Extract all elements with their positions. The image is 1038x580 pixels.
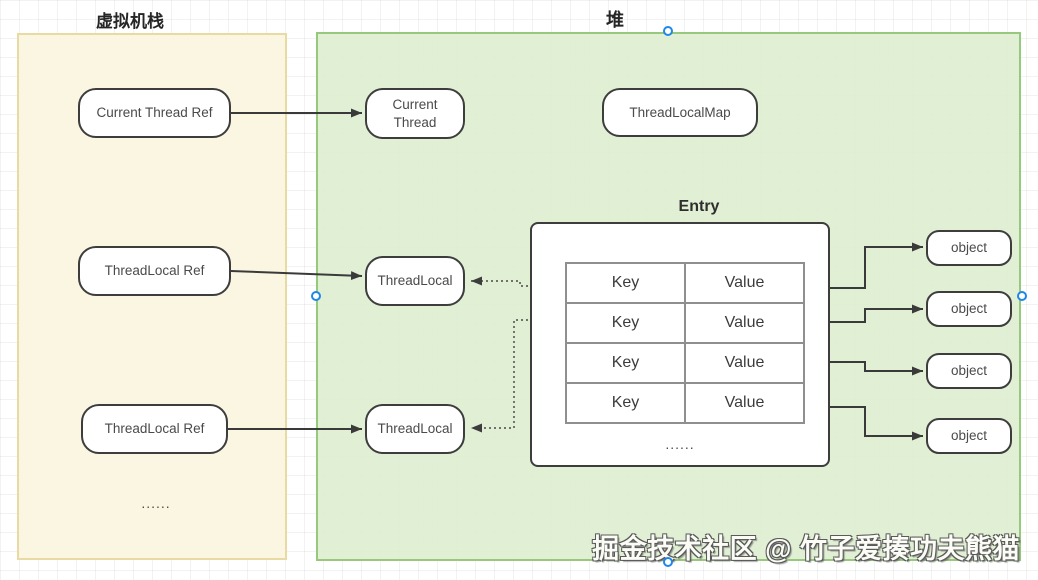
node-label: ThreadLocal Ref bbox=[104, 263, 205, 279]
entry-ellipsis: ...... bbox=[665, 436, 695, 452]
vm-stack-title: 虚拟机栈 bbox=[96, 12, 164, 31]
node-label: object bbox=[950, 363, 988, 379]
selection-handle-bottom[interactable] bbox=[663, 557, 673, 567]
node-label: ThreadLocal bbox=[377, 273, 453, 289]
node-threadlocal-ref-1[interactable]: ThreadLocal Ref bbox=[78, 246, 231, 296]
key-cell[interactable]: Key bbox=[565, 342, 686, 384]
node-object-2[interactable]: object bbox=[926, 291, 1012, 327]
entry-table-row: Key Value bbox=[565, 342, 805, 384]
node-current-thread[interactable]: Current Thread bbox=[365, 88, 465, 139]
node-threadlocal-ref-2[interactable]: ThreadLocal Ref bbox=[81, 404, 228, 454]
node-label: Current Thread bbox=[392, 96, 438, 130]
key-cell[interactable]: Key bbox=[565, 382, 686, 424]
node-threadlocal-2[interactable]: ThreadLocal bbox=[365, 404, 465, 454]
selection-handle-right[interactable] bbox=[1017, 291, 1027, 301]
entry-table-row: Key Value bbox=[565, 262, 805, 304]
node-label: object bbox=[950, 301, 988, 317]
entry-title: Entry bbox=[678, 198, 720, 215]
selection-handle-top[interactable] bbox=[663, 26, 673, 36]
key-cell[interactable]: Key bbox=[565, 262, 686, 304]
selection-handle-left[interactable] bbox=[311, 291, 321, 301]
node-label: object bbox=[950, 428, 988, 444]
entry-table: Key Value Key Value Key Value Key Value bbox=[565, 262, 805, 424]
node-object-1[interactable]: object bbox=[926, 230, 1012, 266]
key-cell[interactable]: Key bbox=[565, 302, 686, 344]
entry-table-row: Key Value bbox=[565, 382, 805, 424]
value-cell[interactable]: Value bbox=[684, 262, 805, 304]
node-label: ThreadLocal bbox=[377, 421, 453, 437]
node-label: ThreadLocalMap bbox=[629, 104, 731, 120]
heap-title: 堆 bbox=[606, 10, 624, 30]
node-current-thread-ref[interactable]: Current Thread Ref bbox=[78, 88, 231, 138]
value-cell[interactable]: Value bbox=[684, 342, 805, 384]
node-object-3[interactable]: object bbox=[926, 353, 1012, 389]
node-threadlocalmap[interactable]: ThreadLocalMap bbox=[602, 88, 758, 137]
stack-ellipsis: ...... bbox=[141, 495, 171, 511]
value-cell[interactable]: Value bbox=[684, 302, 805, 344]
node-label: ThreadLocal Ref bbox=[104, 421, 205, 437]
node-threadlocal-1[interactable]: ThreadLocal bbox=[365, 256, 465, 306]
node-label: object bbox=[950, 240, 988, 256]
node-label: Current Thread Ref bbox=[96, 105, 213, 121]
entry-table-row: Key Value bbox=[565, 302, 805, 344]
node-object-4[interactable]: object bbox=[926, 418, 1012, 454]
value-cell[interactable]: Value bbox=[684, 382, 805, 424]
watermark-text: 掘金技术社区 @ 竹子爱揍功夫熊猫 bbox=[592, 534, 1020, 564]
